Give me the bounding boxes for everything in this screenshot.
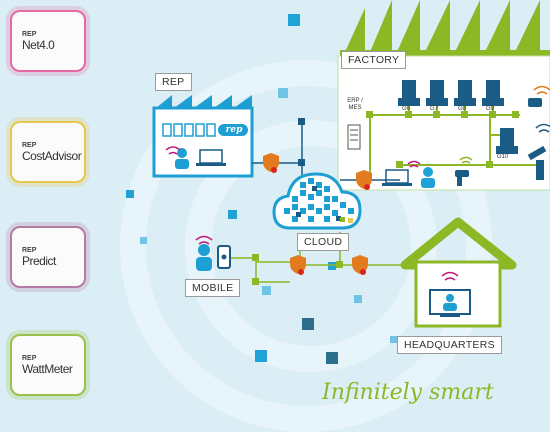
app-tile-wattmeter[interactable]: REP WattMeter — [10, 334, 86, 396]
handheld-scanner-icon — [455, 170, 469, 186]
shield-icon — [352, 255, 368, 275]
tagline: Infinitely smart — [322, 380, 494, 405]
wifi-factory-icon-2 — [535, 123, 550, 133]
wifi-factory-icon — [533, 85, 550, 95]
network-diagram — [152, 0, 550, 328]
machine-label-g8: G8 — [458, 106, 467, 112]
deco-square — [288, 14, 300, 26]
deco-square — [262, 286, 271, 295]
factory-laptop-icon — [382, 169, 412, 186]
robot-arm-icon — [527, 145, 547, 180]
erp-mes-label: ERP / MES — [347, 98, 363, 111]
app-rep-label: REP — [22, 141, 37, 149]
mobile-label: MOBILE — [185, 279, 241, 297]
factory-nodes — [366, 111, 519, 168]
camera-icon — [528, 98, 542, 107]
cloud-label: CLOUD — [297, 233, 350, 251]
deco-square — [328, 262, 336, 270]
machine-label-g10: G10 — [497, 154, 509, 160]
smartphone-icon — [217, 245, 231, 269]
link-nodes-blue — [298, 118, 305, 166]
headquarters-label: HEADQUARTERS — [397, 336, 502, 354]
deco-square — [140, 237, 147, 244]
wifi-worker-icon — [459, 156, 473, 164]
machine-label-g9: G9 — [486, 106, 495, 112]
app-tile-costadvisor[interactable]: REP CostAdvisor — [10, 121, 86, 183]
deco-square — [354, 295, 362, 303]
machines — [398, 80, 518, 154]
app-name: CostAdvisor — [22, 148, 82, 163]
wifi-hq-icon — [441, 271, 459, 281]
app-rep-label: REP — [22, 246, 37, 254]
shield-icon — [290, 255, 306, 275]
deco-square — [326, 352, 338, 364]
deco-square — [278, 88, 288, 98]
deco-square — [302, 318, 314, 330]
hq-monitor-icon — [429, 289, 471, 317]
rep-logo: rep — [225, 125, 243, 135]
erp-mes-server-icon — [347, 124, 361, 150]
factory-worker-icon — [421, 167, 435, 188]
app-tile-predict[interactable]: REP Predict — [10, 226, 86, 288]
app-rep-label: REP — [22, 30, 37, 38]
cloud-icon — [272, 172, 362, 230]
link-nodes — [252, 254, 343, 285]
app-name: Predict — [22, 253, 56, 268]
shield-icon — [263, 153, 279, 173]
factory-roof — [340, 0, 550, 56]
deco-square — [228, 210, 237, 219]
rep-laptop-icon — [196, 149, 226, 166]
app-name: Net4.0 — [22, 37, 55, 52]
factory-label: FACTORY — [341, 51, 407, 69]
wifi-laptop-icon — [407, 160, 421, 168]
mobile-user-icon — [196, 244, 212, 271]
wifi-rep-icon — [165, 146, 181, 155]
app-rep-label: REP — [22, 354, 37, 362]
deco-square — [126, 190, 134, 198]
machine-label-g6: G6 — [402, 106, 411, 112]
shield-icon — [356, 170, 372, 190]
rep-label: REP — [155, 73, 192, 91]
app-name: WattMeter — [22, 361, 73, 376]
wifi-mobile-icon — [195, 235, 213, 245]
rep-building — [152, 95, 254, 178]
deco-square — [255, 350, 267, 362]
app-tile-net40[interactable]: REP Net4.0 — [10, 10, 86, 72]
machine-label-g7: G7 — [430, 106, 439, 112]
deco-square — [390, 336, 397, 343]
factory-body — [337, 55, 550, 191]
